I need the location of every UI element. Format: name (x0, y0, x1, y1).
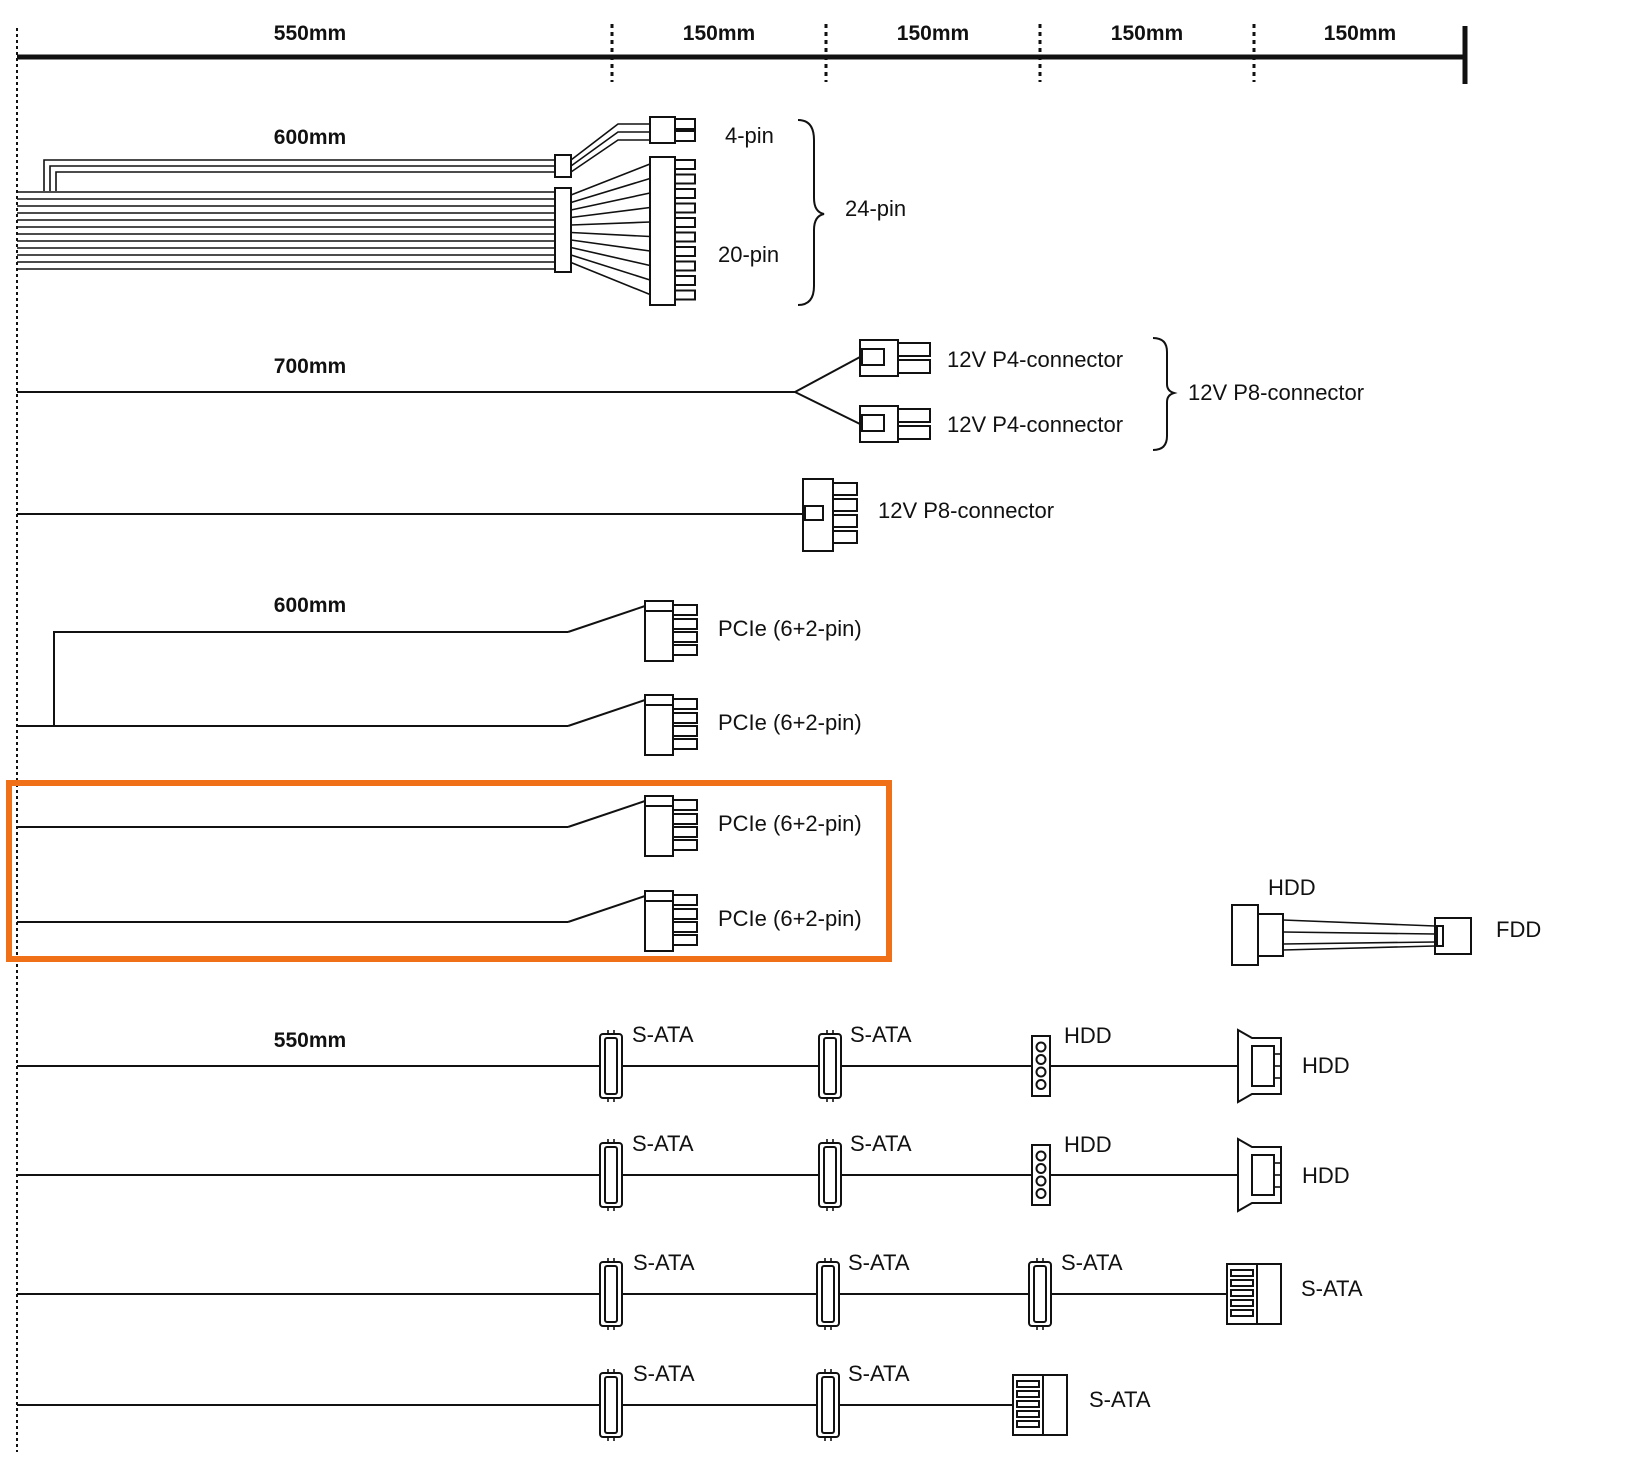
peripheral-cable-1: 550mm S-ATA S-ATA HDD HDD (17, 1022, 1350, 1104)
length-ruler: 550mm 150mm 150mm 150mm 150mm (16, 22, 1468, 1452)
ruler-segment-label: 150mm (1324, 22, 1396, 45)
connector-label: S-ATA (850, 1131, 912, 1156)
ruler-segment-label: 150mm (683, 22, 755, 45)
connector-label: 12V P4-connector (947, 412, 1123, 437)
sata-connector (816, 1258, 840, 1330)
cable-clip (554, 187, 572, 273)
brace-p8 (1152, 337, 1178, 451)
ruler-segment-label: 150mm (897, 22, 969, 45)
group-label-p8: 12V P8-connector (1188, 380, 1364, 405)
sata-connector (599, 1258, 623, 1330)
group-label-24pin: 24-pin (845, 196, 906, 221)
connector-label: S-ATA (848, 1361, 910, 1386)
connector-label: PCIe (6+2-pin) (718, 616, 862, 641)
connector-label-4pin: 4-pin (725, 123, 774, 148)
sata-connector (816, 1369, 840, 1441)
wire-fanout (570, 163, 651, 296)
connector-label: S-ATA (848, 1250, 910, 1275)
connector-label: PCIe (6+2-pin) (718, 906, 862, 931)
wire-bundle (17, 191, 555, 270)
molex-connector (1031, 1035, 1051, 1097)
adapter-label-fdd: FDD (1496, 917, 1541, 942)
molex-end-connector (1237, 1137, 1282, 1213)
connector-label: S-ATA (1089, 1387, 1151, 1412)
pcie-connector (644, 694, 698, 756)
sata-connector (599, 1139, 623, 1211)
sata-connector (599, 1030, 623, 1102)
connector-label: HDD (1302, 1163, 1350, 1188)
pcie-connector (644, 600, 698, 662)
adapter-label-hdd: HDD (1268, 875, 1316, 900)
sata-end-connector (1226, 1263, 1282, 1325)
cable-length-label: 600mm (274, 594, 346, 617)
ruler-segment-label: 550mm (274, 22, 346, 45)
pcie-cable-pair-2: PCIe (6+2-pin) PCIe (6+2-pin) (6, 780, 892, 962)
eps-split-cable: 700mm 12V P4-connector 12V P4-connector … (17, 337, 1364, 451)
connector-pins (674, 159, 696, 301)
connector-label: PCIe (6+2-pin) (718, 710, 862, 735)
cable-clip (554, 154, 572, 178)
sata-connector (818, 1030, 842, 1102)
molex-connector (1031, 1144, 1051, 1206)
cable-length-label: 700mm (274, 355, 346, 378)
sata-connector (599, 1369, 623, 1441)
connector-label: S-ATA (850, 1022, 912, 1047)
atx-24pin-cable: 600mm 4-pin 20-pin 24-pin (17, 116, 906, 306)
connector-label: S-ATA (632, 1022, 694, 1047)
cable-length-label: 550mm (274, 1029, 346, 1052)
pcie-cable-pair-1: 600mm PCIe (6+2-pin) PCIe (6+2-pin) (17, 594, 862, 756)
p4-connector (859, 405, 931, 443)
connector-label: S-ATA (1301, 1276, 1363, 1301)
p8-connector (802, 478, 858, 552)
eps-8pin-cable: 12V P8-connector (17, 478, 1054, 552)
connector-label: S-ATA (632, 1131, 694, 1156)
pcie-connector (644, 890, 698, 952)
ruler-segment-label: 150mm (1111, 22, 1183, 45)
peripheral-cable-2: S-ATA S-ATA HDD HDD (17, 1131, 1350, 1213)
atx-4pin-connector (649, 116, 676, 144)
molex-connector (1231, 904, 1259, 966)
sata-connector (1028, 1258, 1052, 1330)
hdd-fdd-adapter: HDD FDD (1231, 875, 1541, 966)
sata-cable-2: S-ATA S-ATA S-ATA (17, 1361, 1151, 1441)
sata-cable-1: S-ATA S-ATA S-ATA S-ATA (17, 1250, 1363, 1330)
pcie-connector (644, 795, 698, 857)
atx-20pin-connector (649, 156, 676, 306)
connector-label: S-ATA (633, 1361, 695, 1386)
connector-label: 12V P8-connector (878, 498, 1054, 523)
sata-end-connector (1012, 1374, 1068, 1436)
connector-label: PCIe (6+2-pin) (718, 811, 862, 836)
highlight-box (6, 780, 892, 962)
connector-label: S-ATA (1061, 1250, 1123, 1275)
connector-label: HDD (1064, 1132, 1112, 1157)
connector-label: S-ATA (633, 1250, 695, 1275)
connector-label: HDD (1064, 1023, 1112, 1048)
connector-label: 12V P4-connector (947, 347, 1123, 372)
p4-connector (859, 339, 931, 377)
sata-connector (818, 1139, 842, 1211)
molex-end-connector (1237, 1028, 1282, 1104)
connector-label: HDD (1302, 1053, 1350, 1078)
connector-label-20pin: 20-pin (718, 242, 779, 267)
cable-length-label: 600mm (274, 126, 346, 149)
brace-24pin (797, 119, 825, 306)
